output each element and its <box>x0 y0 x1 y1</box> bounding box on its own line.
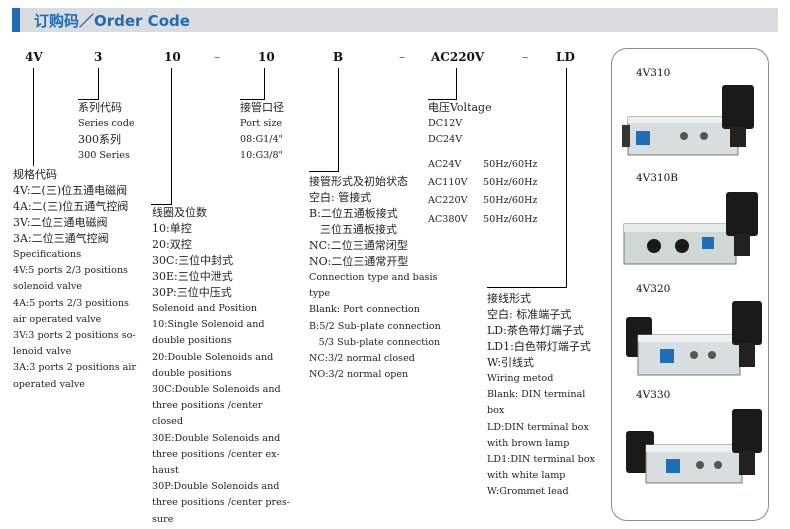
connector-line <box>428 99 457 100</box>
product-label: 4V320 <box>636 283 671 295</box>
code-dash: – <box>522 50 528 64</box>
code-series: 3 <box>94 50 103 64</box>
connector-line <box>338 68 339 172</box>
series-code-block: 系列代码 Series code 300系列 300 Series <box>78 101 135 162</box>
valve-4v310-image <box>622 85 754 156</box>
code-coil: 10 <box>164 50 181 64</box>
code-dash: – <box>399 50 405 64</box>
valve-4v310b-image <box>623 192 758 265</box>
voltage-block: 电压Voltage DC12V DC24V <box>428 101 492 146</box>
connector-line <box>98 68 99 100</box>
wiring-type-block: 接线形式 空白: 标准端子式 LD:茶色带灯端子式 LD1:白色带灯端子式 W:… <box>487 292 595 498</box>
code-port: 10 <box>258 50 275 64</box>
connector-line <box>456 68 457 100</box>
valve-4v320-image <box>626 301 762 376</box>
connector-line <box>240 99 265 100</box>
connection-type-block: 接管形式及初始状态 空白: 管接式 B:二位五通板接式 三位五通板接式 NC:二… <box>309 175 441 381</box>
connector-line <box>171 68 172 205</box>
connector-line <box>78 99 99 100</box>
connector-line <box>309 171 339 172</box>
valve-4v330-image <box>626 409 762 484</box>
connector-line <box>33 68 34 166</box>
code-dash: – <box>214 50 220 64</box>
section-header: 订购码／Order Code <box>12 8 778 32</box>
code-wiring: LD <box>556 50 575 64</box>
connector-line <box>151 204 172 205</box>
connector-line <box>487 287 567 288</box>
spec-code-block: 规格代码 4V:二(三)位五通电磁阀 4A:二(三)位五通气控阀 3V:二位三通… <box>13 168 137 390</box>
connector-line <box>264 68 265 100</box>
section-title: 订购码／Order Code <box>34 12 190 30</box>
header-accent-bar <box>12 8 20 32</box>
code-voltage: AC220V <box>431 50 485 64</box>
connector-line <box>566 68 567 288</box>
product-label: 4V310 <box>636 67 671 79</box>
coil-position-block: 线圈及位数 10:单控 20:双控 30C:三位中封式 30E:三位中泄式 30… <box>152 206 290 525</box>
product-panel: 4V310 4V310B 4V320 4V330 <box>611 48 769 521</box>
product-label: 4V330 <box>636 389 671 401</box>
code-spec: 4V <box>25 50 43 64</box>
port-size-block: 接管口径 Port size 08:G1/4" 10:G3/8" <box>240 101 284 162</box>
product-label: 4V310B <box>636 172 679 184</box>
code-connection: B <box>333 50 344 64</box>
